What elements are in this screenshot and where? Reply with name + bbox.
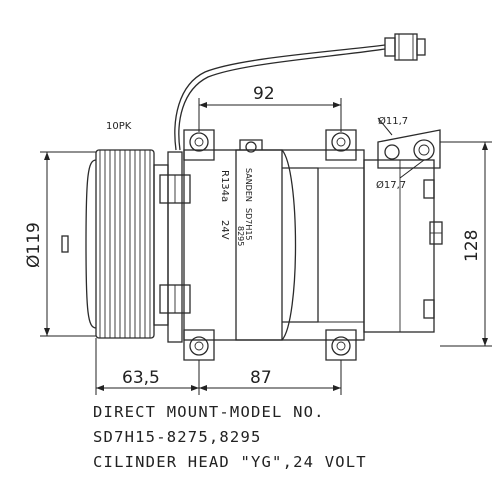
note-line-2: SD7H15-8275,8295	[93, 428, 262, 446]
plate-brand: SANDEN	[244, 168, 253, 202]
voltage-label: 24V	[219, 220, 230, 240]
front-housing	[159, 151, 191, 343]
dimension-lines	[40, 98, 492, 395]
dim-port-small: Ø11,7	[378, 115, 408, 127]
dim-mount-spacing: 87	[250, 368, 272, 388]
dim-port-large: Ø17,7	[376, 179, 406, 191]
dim-top-width: 92	[253, 84, 275, 104]
service-port-block	[377, 129, 441, 169]
pulley	[61, 149, 169, 339]
compressor-body	[183, 139, 365, 341]
clutch-connector	[174, 33, 426, 151]
refrigerant-label: R134a	[219, 170, 230, 202]
dim-pulley-diameter: Ø119	[24, 222, 44, 268]
mounting-ears	[183, 129, 357, 361]
pulley-type-label: 10PK	[106, 121, 132, 132]
dim-height: 128	[462, 230, 482, 262]
plate-number: 8295	[236, 226, 245, 246]
note-line-3: CILINDER HEAD "YG",24 VOLT	[93, 453, 367, 471]
dim-clutch-offset: 63,5	[122, 368, 160, 388]
plate-model: SD7H15	[244, 208, 253, 241]
note-line-1: DIRECT MOUNT-MODEL NO.	[93, 403, 325, 421]
cylinder-head	[363, 159, 443, 333]
